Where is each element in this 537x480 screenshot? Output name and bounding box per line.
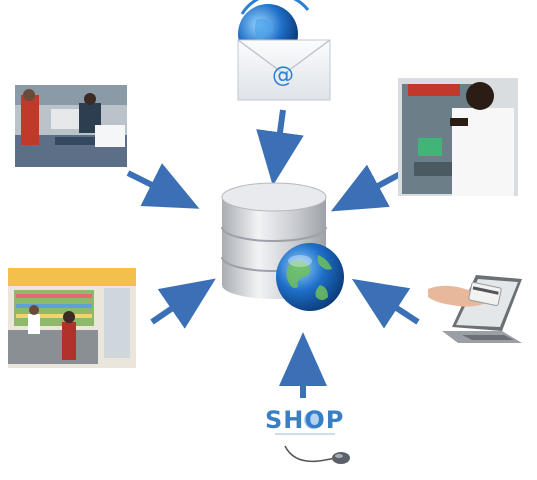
supermarket-checkout-photo [15, 85, 127, 167]
arrow-laptop-to-db [351, 278, 420, 329]
shop-mouse-icon: SHOP [255, 398, 355, 478]
arrow-email-to-db [256, 109, 304, 186]
arrow-atm-to-db [330, 164, 404, 212]
atm-machine-photo [398, 78, 518, 196]
laptop-credit-card-icon [422, 265, 532, 347]
arrow-store-to-db [150, 278, 216, 329]
email-envelope-globe-icon: @ [228, 0, 338, 105]
database-globe-icon [210, 175, 360, 325]
arrow-checkout-to-db [126, 163, 200, 209]
svg-text:@: @ [272, 63, 294, 88]
store-counter-photo [8, 268, 136, 368]
shop-label: SHOP [265, 406, 345, 434]
